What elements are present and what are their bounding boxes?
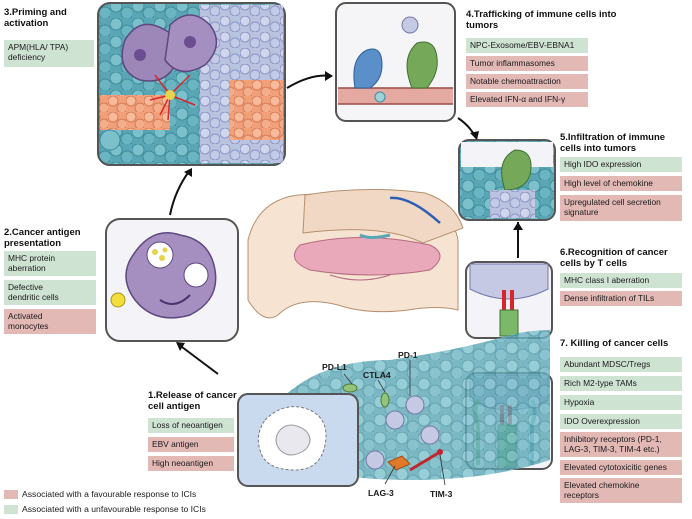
s4-item-1: Tumor inflammasomes (466, 56, 588, 71)
infiltration-panel (458, 139, 556, 221)
marker-tim-3: TIM-3 (430, 489, 453, 499)
s3-item-0: APM(HLA/ TPA)deficiency (4, 40, 94, 67)
marker-ctla4: CTLA4 (363, 370, 391, 380)
s7-item-2: Hypoxia (560, 395, 682, 410)
presentation-panel (105, 218, 239, 342)
antigen-release-panel (237, 393, 359, 487)
s1-item-0: Loss of neoantigen (148, 418, 234, 433)
legend-swatch-favourable (4, 490, 18, 499)
s6-item-1: Dense infiltration of TILs (560, 291, 682, 306)
legend-favourable: Associated with a favourable response to… (22, 489, 197, 499)
s7-item-1: Rich M2-type TAMs (560, 376, 682, 391)
legend-unfavourable: Associated with a unfavourable response … (22, 504, 206, 514)
marker-lag-3: LAG-3 (368, 488, 394, 498)
section-7-title: 7. Killing of cancer cells (560, 338, 669, 349)
recognition-panel (465, 261, 553, 339)
priming-panel (97, 2, 286, 166)
trafficking-panel (335, 2, 456, 122)
s1-item-1: EBV antigen (148, 437, 234, 452)
marker-pd-l1: PD-L1 (322, 362, 347, 372)
s4-item-0: NPC-Exosome/EBV-EBNA1 (466, 38, 588, 53)
legend-swatch-unfavourable (4, 505, 18, 514)
s1-item-2: High neoantigen (148, 456, 234, 471)
s6-item-0: MHC class I aberration (560, 273, 682, 288)
s7-item-5: Elevated cytotoxicitic genes (560, 460, 682, 475)
marker-pd-1: PD-1 (398, 350, 418, 360)
nasopharynx-illustration (247, 188, 464, 319)
s5-item-1: High level of chemokine (560, 176, 682, 191)
s4-item-2: Notable chemoattraction (466, 74, 588, 89)
s5-item-0: High IDO expression (560, 157, 682, 172)
s7-item-0: Abundant MDSC/Tregs (560, 357, 682, 372)
s7-item-4: Inhibitory receptors (PD-1,LAG-3, TIM-3,… (560, 432, 682, 457)
s4-item-3: Elevated IFN-α and IFN-γ (466, 92, 588, 107)
s7-item-3: IDO Overexpression (560, 414, 682, 429)
